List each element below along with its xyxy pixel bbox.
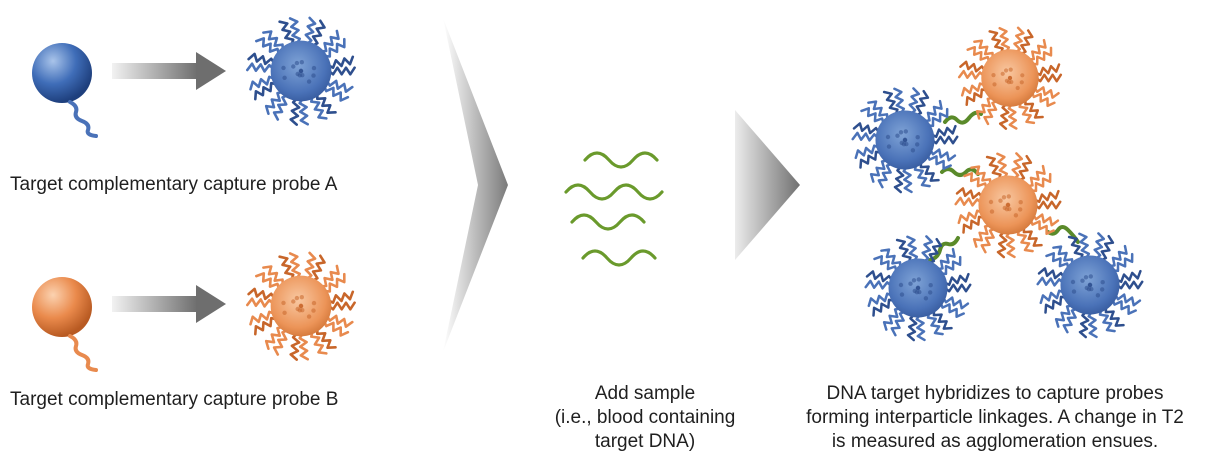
arrow-probe-a-icon [112, 52, 226, 90]
cluster-particle-orange-2-icon [954, 152, 1062, 259]
cluster-particle-blue-1-icon [851, 87, 959, 194]
dna-linkers-icon [928, 110, 1080, 262]
probe-b-label: Target complementary capture probe B [10, 389, 339, 410]
result-arrow-icon [735, 110, 800, 260]
result-caption-line: forming interparticle linkages. A change… [806, 407, 1184, 428]
nanoparticle-b-icon [246, 251, 356, 361]
agglomerate-cluster [851, 26, 1144, 342]
sample-caption-line: target DNA) [594, 431, 696, 452]
result-caption-line: DNA target hybridizes to capture probes [826, 383, 1164, 404]
probe-a-label: Target complementary capture probe A [10, 174, 338, 195]
arrow-probe-b-icon [112, 285, 226, 323]
cluster-particle-blue-2-icon [864, 235, 972, 342]
result-caption-line: is measured as agglomeration ensues. [831, 431, 1159, 452]
target-dna-icon [564, 151, 664, 267]
sample-caption: Add sample (i.e., blood containing targe… [535, 382, 755, 454]
nanoparticle-a-icon [246, 16, 356, 126]
result-caption: DNA target hybridizes to capture probes … [770, 382, 1220, 454]
sample-caption-line: Add sample [594, 383, 696, 404]
probe-a-strand-icon [68, 100, 98, 138]
bead-b-icon [32, 277, 92, 337]
cluster-particle-orange-1-icon [957, 26, 1063, 130]
combine-chevron-icon [443, 18, 508, 352]
sample-caption-line: (i.e., blood containing [554, 407, 736, 428]
probe-b-strand-icon [68, 334, 98, 372]
cluster-particle-blue-3-icon [1036, 232, 1144, 339]
bead-a-icon [32, 43, 92, 103]
